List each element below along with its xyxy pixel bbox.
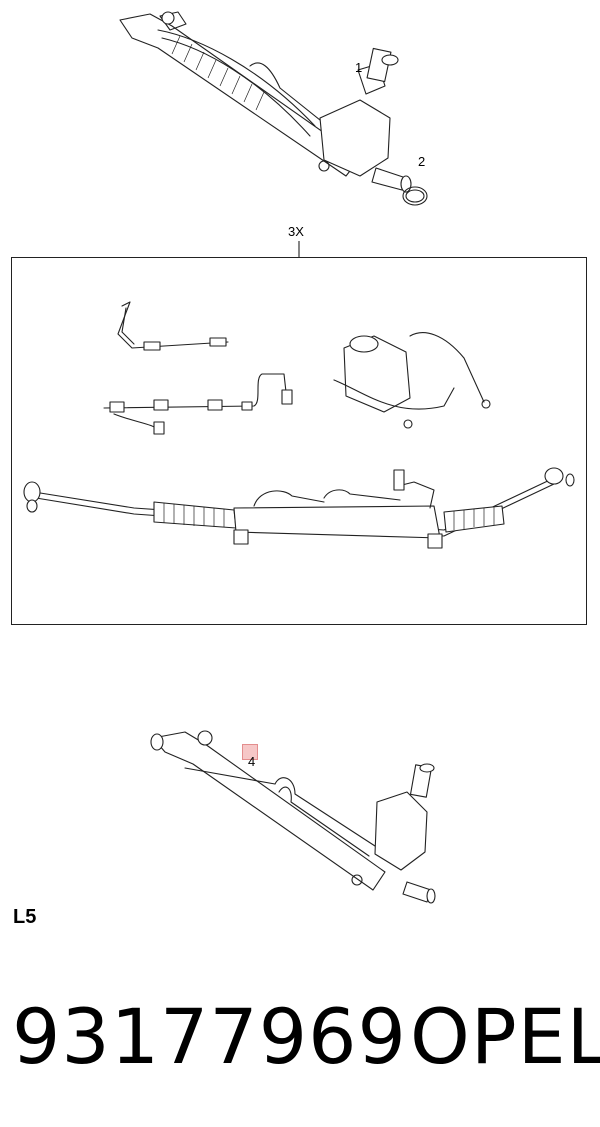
variant-code: L5: [13, 906, 37, 928]
kit-frame: [11, 257, 587, 625]
highlight-marker: [242, 744, 258, 760]
part-number: 93177969: [12, 992, 407, 1081]
steering-gear-drawing-item4: [150, 730, 436, 904]
callout-2: 2: [418, 154, 426, 169]
brand-name: OPEL: [410, 992, 600, 1081]
steering-gear-assembly-drawing: [119, 11, 428, 206]
kit-contents-drawing: [23, 301, 575, 549]
callout-1: 1: [355, 60, 363, 75]
callout-3x-leader: [298, 241, 300, 258]
callout-3x: 3X: [288, 224, 304, 239]
callout-4: 4: [248, 754, 256, 769]
